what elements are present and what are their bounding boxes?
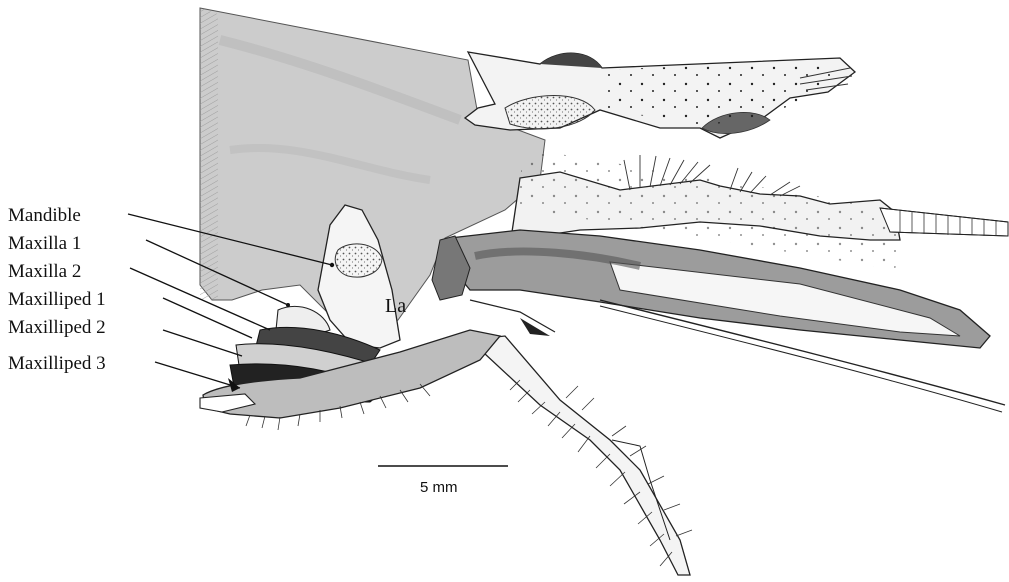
leader-maxilliped-2 (163, 330, 242, 356)
label-mandible: Mandible (8, 205, 81, 226)
scale-bar-label: 5 mm (420, 479, 458, 496)
leader-maxilliped-1 (163, 298, 252, 338)
label-maxilliped-1: Maxilliped 1 (8, 289, 106, 310)
label-maxilliped-3: Maxilliped 3 (8, 353, 106, 374)
antennule (512, 155, 1008, 240)
leader-maxilliped-3 (155, 362, 240, 388)
label-la: La (385, 295, 406, 317)
label-maxilla-2: Maxilla 2 (8, 261, 81, 282)
walking-leg (470, 336, 692, 575)
label-maxilla-1: Maxilla 1 (8, 233, 81, 254)
rostrum (465, 52, 855, 138)
label-maxilliped-2: Maxilliped 2 (8, 317, 106, 338)
